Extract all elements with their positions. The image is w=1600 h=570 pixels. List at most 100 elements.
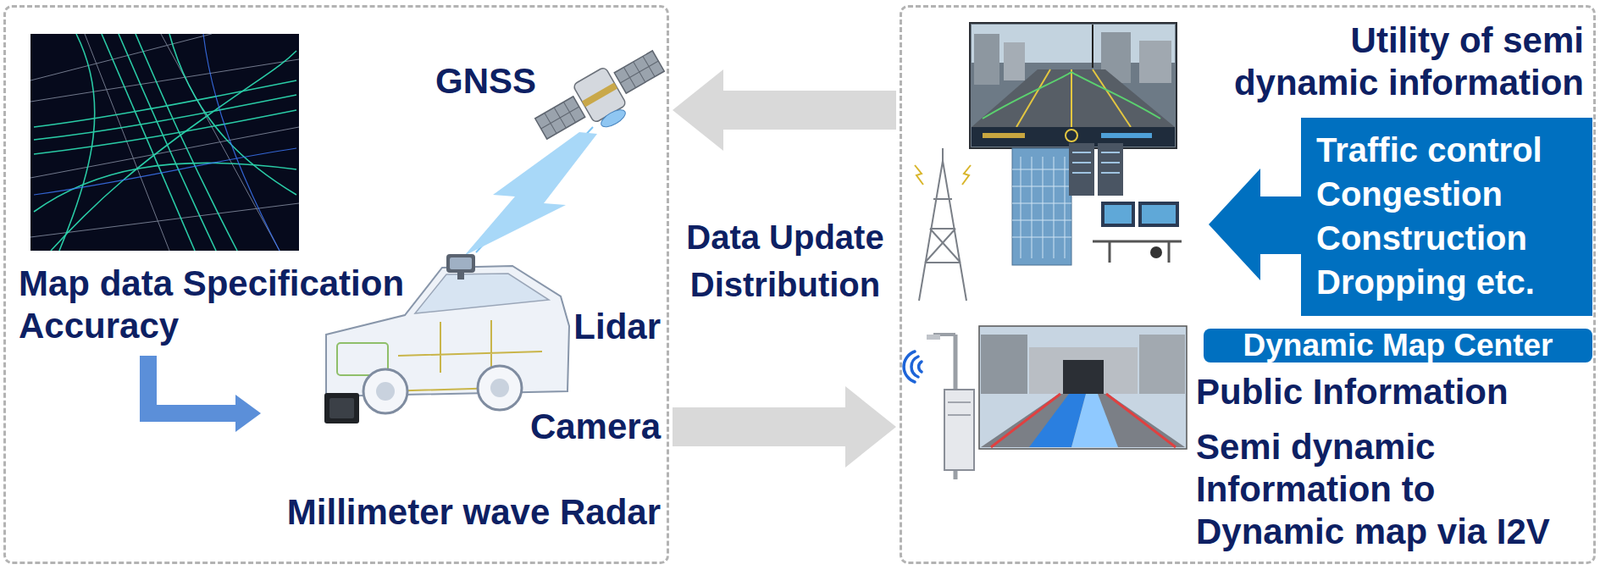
radar-unit	[324, 393, 360, 424]
screen-image	[1003, 42, 1025, 81]
text-slot: Semi dynamic Information to Dynamic map …	[1195, 426, 1569, 554]
screen-image	[1091, 24, 1094, 68]
screen-image	[1065, 129, 1078, 142]
road-image	[980, 334, 1028, 394]
control-center	[1092, 241, 1182, 263]
hd-map-image	[84, 33, 170, 251]
text-slot: GNSS	[435, 60, 537, 103]
vehicle	[490, 378, 510, 398]
hd-map-image	[59, 33, 95, 251]
roadside-unit	[903, 334, 975, 480]
control-center	[1012, 143, 1182, 266]
roadside-unit	[926, 334, 941, 340]
control-center	[1072, 152, 1120, 173]
control-center	[1068, 143, 1095, 196]
hd-map-image	[30, 33, 299, 251]
control-center	[1012, 148, 1072, 266]
vehicle-panel: GNSS Map data Specification AccuracyLidar…	[3, 5, 670, 565]
block-arrow	[672, 386, 897, 468]
roadside-unit	[903, 351, 915, 383]
road-image	[980, 393, 1185, 448]
text-slot: Millimeter wave Radar	[287, 491, 661, 534]
signal-bolt	[464, 127, 598, 256]
vehicle	[376, 382, 395, 401]
road-image	[1062, 359, 1104, 394]
flow-arrow	[235, 394, 261, 432]
text-slot: Camera	[530, 405, 661, 449]
hd-map-image	[33, 110, 297, 155]
roadside-unit	[944, 389, 975, 471]
screen-image	[969, 22, 1177, 149]
roadside-unit	[911, 356, 919, 377]
roadside-unit	[947, 402, 971, 416]
road-image	[1139, 334, 1185, 394]
text-slot: Lidar	[573, 305, 661, 349]
sensor-label: Camera	[530, 405, 661, 449]
lidar-unit	[446, 254, 476, 273]
hd-map-image	[203, 33, 280, 251]
event-arrow	[1208, 168, 1302, 281]
signal-bolt	[464, 132, 598, 256]
radio-tower	[919, 148, 967, 301]
gnss-satellite	[581, 83, 618, 108]
hd-map-image	[135, 33, 238, 251]
road-image	[979, 326, 1187, 449]
flow-arrow	[148, 355, 238, 414]
radar-unit	[329, 398, 355, 419]
spec-label: Map data Specification Accuracy	[18, 262, 417, 348]
hd-map-image	[33, 33, 297, 251]
sensor-label: GNSS	[435, 60, 537, 103]
road-image	[1029, 347, 1138, 394]
screen-image	[971, 69, 1175, 128]
lidar-unit	[449, 257, 472, 270]
info-label: Public Information	[1195, 370, 1509, 414]
control-center	[1097, 143, 1124, 196]
gnss-satellite	[535, 50, 665, 139]
text-slot: Utility of semi dynamic information	[1211, 19, 1584, 105]
event-arrow	[1208, 168, 1302, 281]
control-center	[1141, 204, 1176, 224]
gnss-satellite	[598, 106, 629, 131]
screen-image	[1101, 132, 1152, 139]
control-center	[1101, 201, 1135, 227]
screen-image	[982, 71, 1161, 119]
vehicle	[363, 369, 408, 414]
gnss-satellite	[530, 41, 676, 157]
flow-label: Data Update Distribution	[672, 213, 898, 309]
vehicle	[415, 273, 549, 314]
sensor-label: Millimeter wave Radar	[287, 491, 661, 534]
radar-unit	[324, 393, 360, 424]
hd-map-image	[33, 148, 297, 195]
heading-label: Utility of semi dynamic information	[1211, 19, 1584, 105]
road-image	[1071, 393, 1119, 448]
hd-map-image	[50, 50, 297, 251]
sensor-label: Lidar	[573, 305, 661, 349]
hd-map-image	[30, 33, 299, 251]
radio-tower	[914, 165, 971, 185]
hd-map-image	[118, 33, 216, 251]
center-tag: Dynamic Map Center	[1203, 328, 1593, 363]
info-label: Semi dynamic Information to Dynamic map …	[1195, 426, 1569, 554]
text-slot: Map data Specification Accuracy	[18, 262, 417, 348]
block-arrow	[672, 69, 897, 151]
control-center	[1012, 156, 1072, 259]
text-slot: Public Information	[1195, 370, 1509, 414]
control-center	[1150, 246, 1163, 259]
roadside-unit	[903, 351, 922, 383]
road-image	[979, 326, 1187, 449]
radio-tower	[914, 148, 971, 301]
hd-map-image	[30, 33, 299, 251]
road-image	[991, 393, 1176, 448]
screen-image	[1016, 69, 1131, 128]
control-center	[1104, 204, 1132, 224]
event-box: Traffic control Congestion Construction …	[1301, 117, 1593, 316]
lidar-unit	[446, 254, 476, 280]
box-label: Traffic control Congestion Construction …	[1316, 127, 1581, 305]
hd-map-image	[33, 33, 297, 251]
tag-label: Dynamic Map Center	[1212, 328, 1584, 363]
flow-arrow	[148, 355, 261, 432]
vehicle	[477, 365, 522, 410]
center-panel: Utility of semi dynamic informationPubli…	[899, 5, 1596, 565]
screen-image	[969, 22, 1177, 149]
roadside-unit	[919, 361, 922, 372]
